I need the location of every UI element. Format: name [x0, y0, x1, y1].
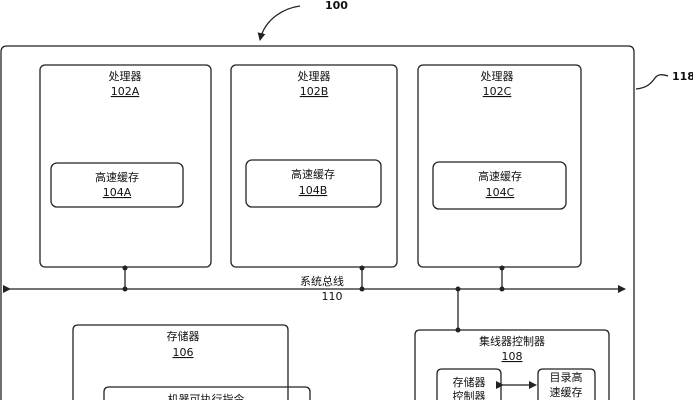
cache-b-box: [245, 159, 382, 208]
processor-a: 处理器 102A 高速缓存 104A: [39, 64, 212, 268]
system-outline: [0, 45, 635, 400]
memory-controller-label-line1: 存储器: [453, 375, 486, 389]
processor-a-number: 102A: [111, 85, 140, 98]
bus-number: 110: [322, 290, 343, 303]
directory-cache-box: [537, 368, 596, 400]
hub-controller: 集线器控制器 108 存储器 控制器 目录高 速缓存: [414, 329, 610, 400]
instructions-label: 机器可执行指令: [168, 392, 245, 400]
cache-c-box: [432, 161, 567, 210]
bus-junction-hub: [455, 286, 461, 292]
processor-c-label: 处理器: [481, 70, 514, 83]
processor-c-number: 102C: [483, 85, 512, 98]
processor-a-junction: [122, 265, 128, 271]
hub-controller-label: 集线器控制器: [479, 334, 545, 348]
directory-cache-label-line2: 速缓存: [550, 385, 583, 399]
system-ref-label: 118: [672, 70, 693, 83]
cache-b-label: 高速缓存: [291, 167, 335, 181]
instructions-box: [103, 386, 311, 400]
processor-b-number: 102B: [300, 85, 329, 98]
cache-a-box: [50, 162, 184, 208]
memory-controller-box: [436, 368, 502, 400]
memory: 存储器 106 机器可执行指令: [72, 324, 311, 400]
cache-b-number: 104B: [299, 184, 328, 197]
figure-ref-arrow: [257, 5, 301, 41]
hub-controller-box: [414, 329, 610, 400]
memory-label: 存储器: [167, 329, 200, 343]
cache-a-label: 高速缓存: [95, 170, 139, 184]
memory-controller-label-line2: 控制器: [453, 389, 486, 400]
processor-c-junction: [499, 265, 505, 271]
cache-c-number: 104C: [486, 186, 515, 199]
cache-a-number: 104A: [103, 186, 132, 199]
figure-ref-label: 100: [325, 0, 348, 12]
processor-b-label: 处理器: [298, 70, 331, 83]
cache-c-label: 高速缓存: [478, 169, 522, 183]
directory-cache-label-line1: 目录高: [550, 370, 583, 384]
system-ref-leader: [635, 74, 669, 90]
hub-controller-number: 108: [502, 350, 523, 363]
memory-number: 106: [173, 346, 194, 359]
processor-b-junction: [359, 265, 365, 271]
processor-b: 处理器 102B 高速缓存 104B: [230, 64, 398, 268]
processor-c: 处理器 102C 高速缓存 104C: [417, 64, 582, 268]
memory-box: [72, 324, 289, 400]
processor-a-label: 处理器: [109, 70, 142, 83]
bus-label: 系统总线: [300, 274, 344, 288]
